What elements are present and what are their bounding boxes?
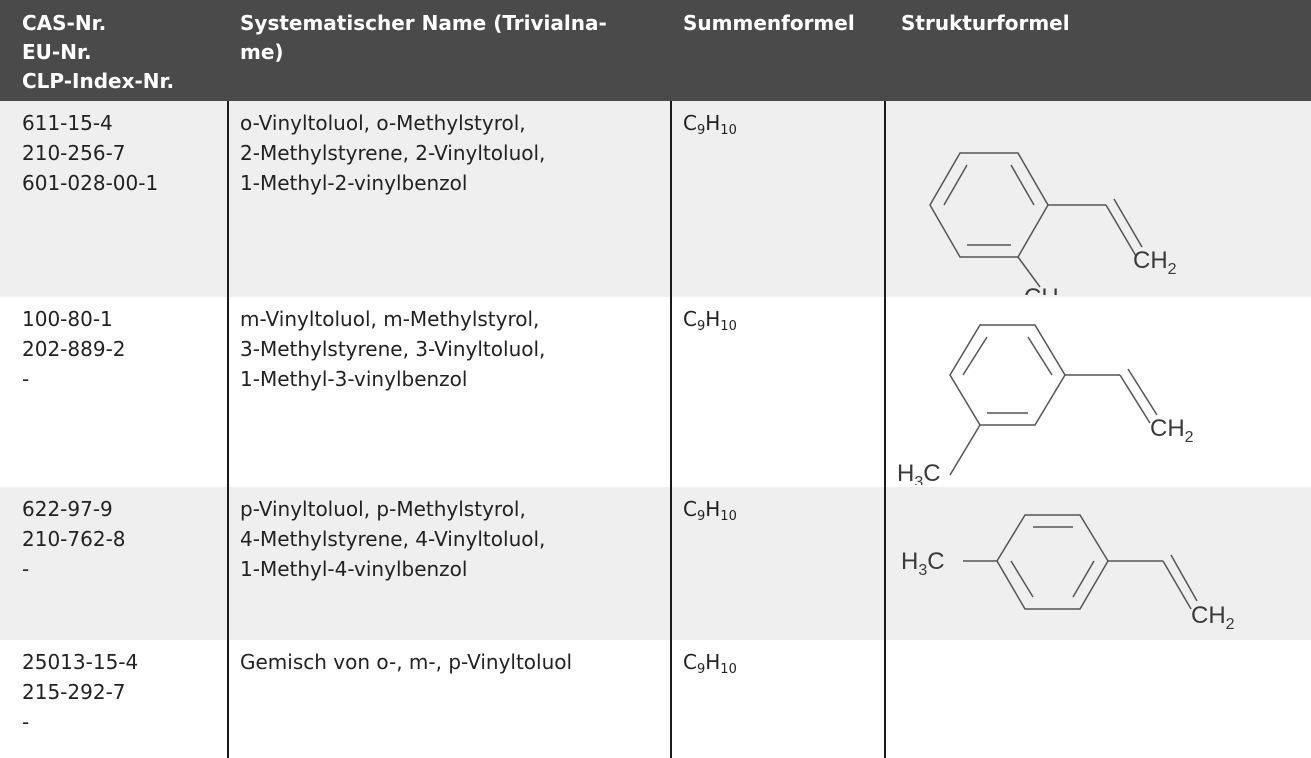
cell-identifiers: 25013-15-4 215-292-7 - [22, 650, 139, 734]
cell-formula: C9H10 [683, 307, 737, 334]
column-divider [227, 101, 229, 758]
cell-name: m-Vinyltoluol, m-Methylstyrol, 3-Methyls… [240, 307, 546, 391]
header-cas-eu-clp: CAS-Nr. EU-Nr. CLP-Index-Nr. [22, 11, 175, 93]
label-h3c: H3C [897, 460, 941, 485]
table-row: 25013-15-4 215-292-7 - Gemisch von o-, m… [0, 640, 1311, 758]
label-ch2: CH2 [1191, 602, 1235, 633]
column-divider [670, 101, 672, 758]
cell-formula: C9H10 [683, 497, 737, 524]
cell-name: Gemisch von o-, m-, p-Vinyltoluol [240, 650, 573, 674]
cell-formula: C9H10 [683, 111, 737, 138]
structure-p-vinyltoluene: H3C CH2 [895, 501, 1235, 641]
cell-identifiers: 622-97-9 210-762-8 - [22, 497, 126, 581]
cell-name: o-Vinyltoluol, o-Methylstyrol, 2-Methyls… [240, 111, 546, 195]
structure-o-vinyltoluene: CH2 CH3 [910, 115, 1180, 295]
label-ch2: CH2 [1150, 415, 1194, 446]
table-row: 622-97-9 210-762-8 - p-Vinyltoluol, p-Me… [0, 487, 1311, 640]
label-h3c: H3C [901, 548, 945, 579]
cell-name: p-Vinyltoluol, p-Methylstyrol, 4-Methyls… [240, 497, 546, 581]
header-molecular-formula: Summenformel [683, 11, 855, 35]
cell-identifiers: 611-15-4 210-256-7 601-028-00-1 [22, 111, 159, 195]
header-structural-formula: Strukturformel [901, 11, 1070, 35]
label-ch2: CH2 [1133, 247, 1177, 278]
header-systematic-name: Systematischer Name (Trivialna- me) [240, 11, 607, 64]
structure-m-vinyltoluene: CH2 H3C [895, 303, 1195, 485]
table-header: CAS-Nr. EU-Nr. CLP-Index-Nr. Systematisc… [0, 0, 1311, 101]
column-divider [884, 101, 886, 758]
cell-formula: C9H10 [683, 650, 737, 677]
cell-identifiers: 100-80-1 202-889-2 - [22, 307, 126, 391]
table-row: 611-15-4 210-256-7 601-028-00-1 o-Vinylt… [0, 101, 1311, 297]
label-ch3: CH3 [1024, 284, 1068, 295]
table-row: 100-80-1 202-889-2 - m-Vinyltoluol, m-Me… [0, 297, 1311, 487]
